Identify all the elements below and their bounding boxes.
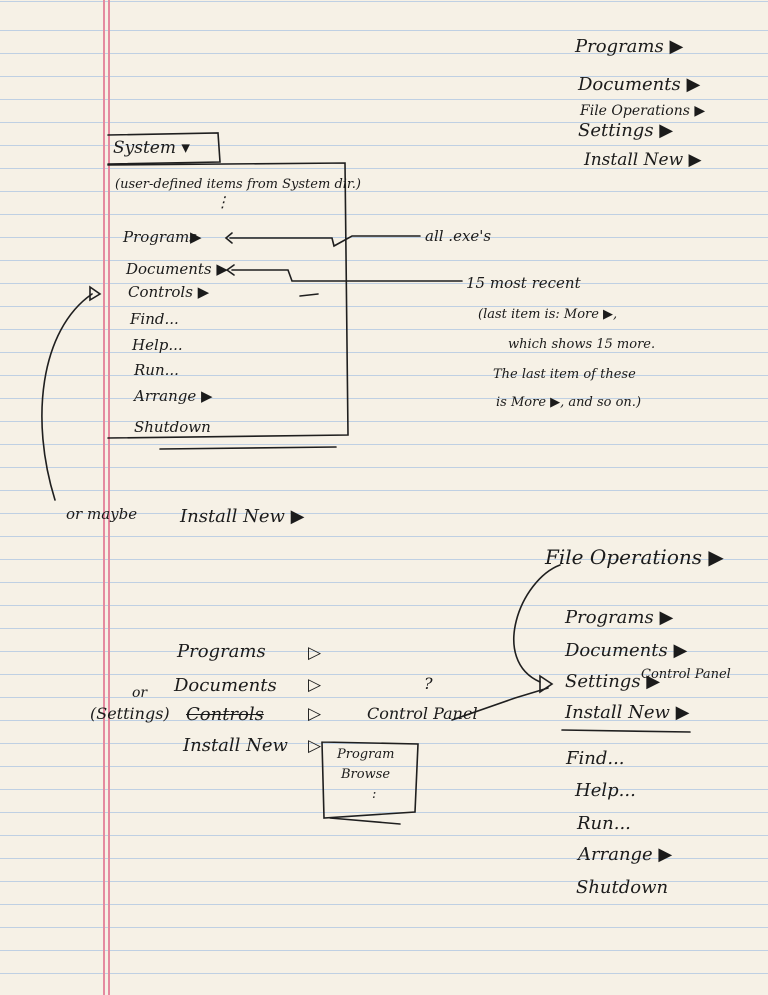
menu-item-arrange: Arrange ▶ xyxy=(134,387,213,405)
menu-ellipsis: ⋮ xyxy=(215,193,230,211)
menu-bottom-shadow xyxy=(159,446,337,450)
mid-item-controls: Controls xyxy=(186,704,264,725)
system-tab-box xyxy=(107,132,221,165)
file-ops-shutdown: Shutdown xyxy=(576,877,669,898)
file-ops-settings-note: Control Panel xyxy=(641,667,731,682)
mid-item-documents: Documents xyxy=(174,675,277,696)
menu-item-run: Run... xyxy=(134,361,179,379)
system-menu-box xyxy=(107,162,349,439)
menu-item-controls: Controls ▶ xyxy=(128,283,210,301)
mid-or-label: or xyxy=(132,685,148,701)
mid-arrow-2: ▷ xyxy=(308,675,322,695)
margin-line xyxy=(103,0,105,995)
user-defined-note: (user-defined items from System dir.) xyxy=(115,177,361,192)
mid-arrow-1: ▷ xyxy=(308,643,322,663)
control-panel-question: ? xyxy=(424,674,433,693)
system-tab-label: System ▾ xyxy=(113,138,190,158)
menu-item-shutdown: Shutdown xyxy=(134,418,211,436)
menu-item-find: Find... xyxy=(130,310,179,328)
control-panel-label: Control Panel xyxy=(367,704,478,723)
margin-line-2 xyxy=(108,0,110,995)
programs-arrow-line xyxy=(229,235,421,248)
top-list-file-operations: File Operations ▶ xyxy=(580,103,706,119)
file-ops-header: File Operations ▶ xyxy=(545,545,724,569)
file-ops-documents: Documents ▶ xyxy=(565,640,688,661)
menu-item-help: Help... xyxy=(132,336,183,354)
menu-item-documents: Documents ▶ xyxy=(126,260,228,278)
mid-arrow-3: ▷ xyxy=(308,704,322,724)
mid-item-install-new: Install New xyxy=(183,735,288,756)
controls-tick xyxy=(299,293,319,297)
menu-item-programs: Programs xyxy=(123,228,197,246)
settings-arrowhead xyxy=(539,674,554,694)
or-maybe-curve xyxy=(41,293,93,501)
annotation-recent-4: The last item of these xyxy=(493,367,636,382)
file-ops-run: Run... xyxy=(577,813,631,834)
annotation-all-exes: all .exe's xyxy=(425,227,492,245)
mid-settings-label: (Settings) xyxy=(90,704,170,723)
top-list-programs: Programs ▶ xyxy=(575,36,684,57)
annotation-recent-2: (last item is: More ▶, xyxy=(478,307,618,322)
controls-arrowhead xyxy=(89,285,102,302)
box-line-dots: : xyxy=(372,787,377,802)
annotation-recent-3: which shows 15 more. xyxy=(508,337,656,352)
mid-item-programs: Programs xyxy=(177,641,266,662)
top-list-documents: Documents ▶ xyxy=(578,74,701,95)
or-maybe-install-new: Install New ▶ xyxy=(180,506,305,527)
box-line-browse: Browse xyxy=(341,767,391,782)
box-line-program: Program xyxy=(337,747,395,762)
file-ops-find: Find... xyxy=(566,748,625,769)
annotation-recent-1: 15 most recent xyxy=(466,274,581,292)
file-ops-arrange: Arrange ▶ xyxy=(578,844,673,865)
programs-arrowhead xyxy=(224,232,233,244)
file-ops-programs: Programs ▶ xyxy=(565,607,674,628)
file-ops-help: Help... xyxy=(575,780,636,801)
program-browse-box xyxy=(321,741,419,819)
program-browse-bottom xyxy=(329,817,401,825)
mid-arrow-4: ▷ xyxy=(308,736,322,756)
file-ops-curve xyxy=(513,564,561,683)
or-maybe-label: or maybe xyxy=(66,505,138,523)
annotation-recent-5: is More ▶, and so on.) xyxy=(496,395,642,410)
top-list-install-new: Install New ▶ xyxy=(584,150,702,170)
menu-item-programs-arrow: ▶ xyxy=(190,228,202,246)
top-list-settings: Settings ▶ xyxy=(578,120,674,141)
file-ops-install-new: Install New ▶ xyxy=(565,702,690,723)
control-panel-arrow xyxy=(451,687,549,721)
file-ops-settings: Settings ▶ xyxy=(565,671,661,692)
documents-arrow-line xyxy=(231,269,463,282)
documents-arrowhead xyxy=(225,264,235,276)
install-new-underline xyxy=(561,729,691,733)
